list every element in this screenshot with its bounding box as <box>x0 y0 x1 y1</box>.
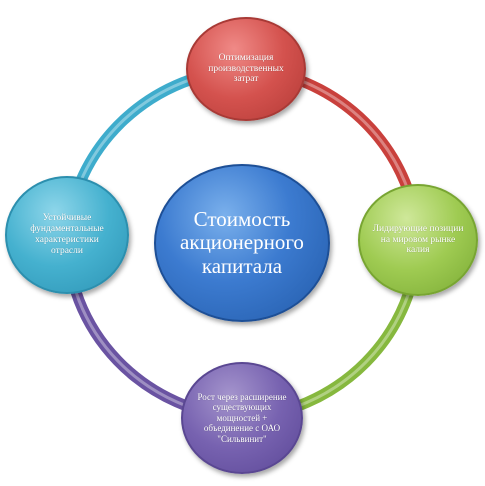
node-right-label: Лидирующие позиции на мировом рынке кали… <box>372 223 464 256</box>
node-right: Лидирующие позиции на мировом рынке кали… <box>358 184 478 296</box>
node-bottom-label: Рост через расширение существующих мощно… <box>197 392 287 444</box>
node-bottom: Рост через расширение существующих мощно… <box>181 362 303 474</box>
node-top-label: Оптимизация производственных затрат <box>208 52 284 85</box>
node-left-label: Устойчивые фундаментальные характеристик… <box>30 213 104 256</box>
node-left: Устойчивые фундаментальные характеристик… <box>5 176 129 294</box>
center-label: Стоимость акционерного капитала <box>180 206 304 278</box>
center-node: Стоимость акционерного капитала <box>154 164 330 322</box>
node-top: Оптимизация производственных затрат <box>186 17 306 121</box>
